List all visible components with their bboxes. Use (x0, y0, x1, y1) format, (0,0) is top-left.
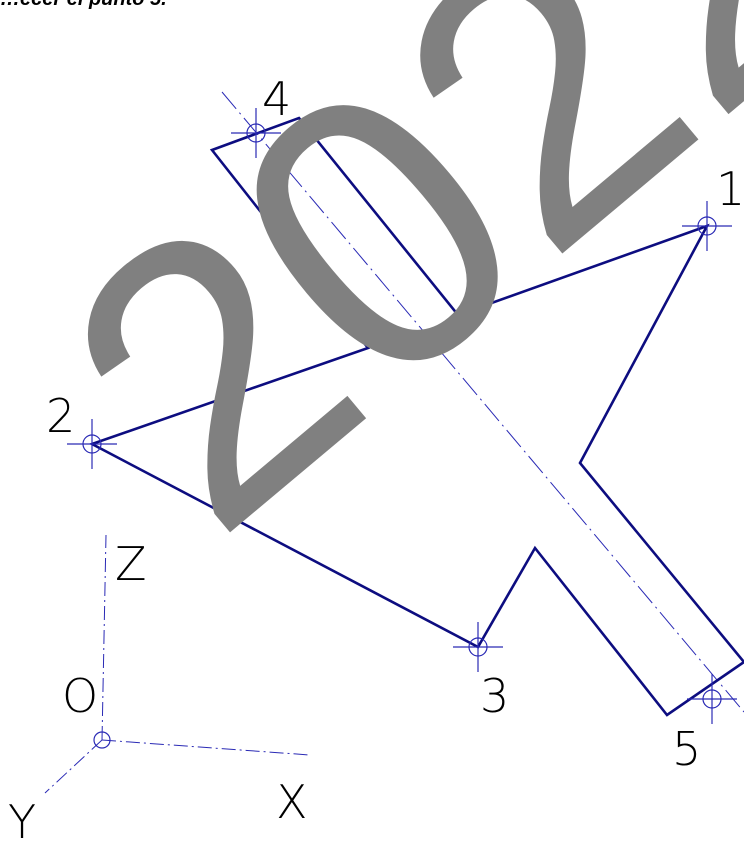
axes (44, 534, 311, 794)
origin-marker (93, 731, 111, 749)
label-point-2: 2 (46, 389, 75, 443)
y-axis (44, 739, 103, 794)
x-axis (101, 739, 311, 756)
point-marker-3 (453, 622, 503, 672)
label-point-1: 1 (716, 162, 744, 216)
label-axis-y: Y (8, 795, 36, 841)
point-marker-2 (67, 419, 117, 469)
label-point-3: 3 (480, 669, 509, 723)
point-marker-1 (682, 201, 732, 251)
shape-outline (88, 116, 744, 717)
label-point-4: 4 (262, 72, 291, 126)
label-axis-x: X (276, 775, 308, 829)
z-axis (101, 534, 107, 741)
label-axis-z: Z (115, 537, 147, 591)
point-marker-5 (687, 674, 737, 724)
figure-caption: …ecer el punto 5. (0, 0, 167, 11)
label-origin: O (62, 669, 98, 723)
label-point-5: 5 (672, 722, 701, 776)
point-marker-4 (231, 108, 281, 158)
watermark: 2022 (0, 0, 744, 609)
